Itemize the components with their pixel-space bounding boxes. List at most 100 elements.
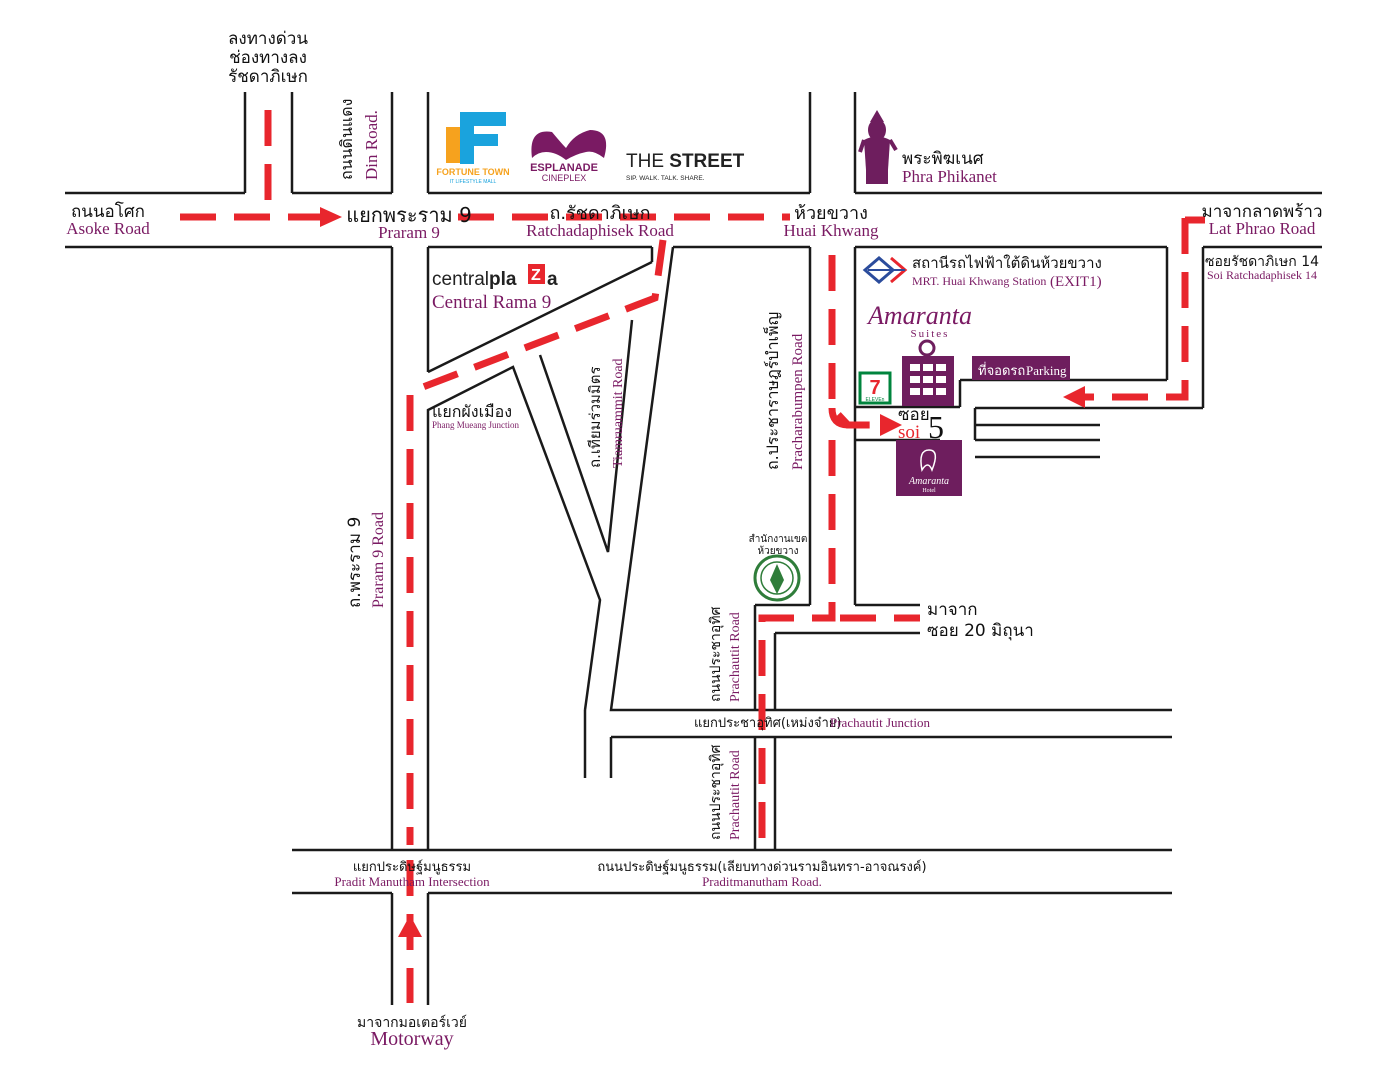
- svg-text:Din Road.: Din Road.: [362, 110, 381, 180]
- svg-text:ESPLANADE: ESPLANADE: [530, 162, 598, 174]
- svg-text:สถานีรถไฟฟ้าใต้ดินห้วยขวาง: สถานีรถไฟฟ้าใต้ดินห้วยขวาง: [912, 254, 1102, 272]
- esplanade-logo: ESPLANADE CINEPLEX: [530, 130, 607, 183]
- tiamruammit-label: ถ.เทียมร่วมมิตร Tiamruammit Road: [586, 358, 626, 468]
- svg-text:Amaranta: Amaranta: [866, 301, 972, 330]
- mrt-icon: [862, 256, 908, 284]
- svg-text:Ratchadaphisek Road: Ratchadaphisek Road: [526, 221, 674, 240]
- svg-text:Huai Khwang: Huai Khwang: [784, 221, 879, 240]
- svg-text:ซอยรัชดาภิเษก 14: ซอยรัชดาภิเษก 14: [1205, 254, 1319, 270]
- svg-text:แยกผังเมือง: แยกผังเมือง: [432, 402, 512, 421]
- svg-text:Suites: Suites: [911, 328, 950, 340]
- lat-phrao-label: มาจากลาดพร้าว Lat Phrao Road: [1202, 202, 1323, 238]
- svg-text:พระพิฆเนศ: พระพิฆเนศ: [902, 149, 984, 169]
- svg-text:สำนักงานเขต: สำนักงานเขต: [749, 534, 808, 545]
- svg-text:แยกประชาอุทิศ(เหม่งจ๋าย): แยกประชาอุทิศ(เหม่งจ๋าย): [694, 716, 841, 731]
- prachautit-upper-label: ถนนประชาอุทิศ Prachautit Road: [708, 606, 743, 702]
- svg-text:ถ.ประชาราษฎร์บำเพ็ญ: ถ.ประชาราษฎร์บำเพ็ญ: [762, 312, 782, 470]
- din-daeng-label: ถนนดินแดง Din Road.: [337, 99, 381, 180]
- district-seal-icon: [753, 554, 801, 602]
- central-z-icon: [528, 264, 545, 284]
- svg-text:ถนนประชาอุทิศ: ถนนประชาอุทิศ: [708, 606, 724, 702]
- svg-text:Motorway: Motorway: [370, 1028, 453, 1050]
- svg-text:ซอย: ซอย: [898, 405, 930, 425]
- ratchadaphisek-label: ถ.รัชดาภิเษก Ratchadaphisek Road: [526, 203, 674, 240]
- svg-text:มาจากมอเตอร์เวย์: มาจากมอเตอร์เวย์: [357, 1014, 467, 1031]
- svg-text:ถนนอโศก: ถนนอโศก: [71, 201, 145, 222]
- svg-text:7: 7: [869, 377, 880, 399]
- svg-text:ช่องทางลง: ช่องทางลง: [229, 48, 307, 68]
- soi5-label: ซอย soi 5: [898, 405, 944, 445]
- svg-text:Tiamruammit Road: Tiamruammit Road: [611, 358, 626, 468]
- svg-text:ถ.พระราม 9: ถ.พระราม 9: [345, 517, 365, 608]
- svg-text:a: a: [547, 269, 558, 290]
- road-network: [65, 92, 1322, 1005]
- svg-text:Amaranta: Amaranta: [908, 476, 949, 487]
- pradit-intersection-label: แยกประดิษฐ์มนูธรรม Pradit Manutham Inter…: [334, 859, 490, 889]
- parking-sign: ที่จอดรถ Parking: [972, 356, 1070, 380]
- svg-text:ELEVEn: ELEVEn: [866, 397, 885, 403]
- svg-text:มาจากลาดพร้าว: มาจากลาดพร้าว: [1202, 202, 1323, 222]
- svg-text:ถนนดินแดง: ถนนดินแดง: [337, 99, 356, 180]
- svg-text:ซอย 20 มิถุนา: ซอย 20 มิถุนา: [927, 621, 1034, 641]
- svg-text:Soi Ratchadaphisek 14: Soi Ratchadaphisek 14: [1207, 268, 1317, 282]
- svg-text:Hotel: Hotel: [922, 488, 936, 494]
- svg-text:Praditmanutham Road.: Praditmanutham Road.: [702, 874, 822, 889]
- route-paths: [180, 110, 1205, 1003]
- pradit-road-label: ถนนประดิษฐ์มนูธรรม(เลียบทางด่วนรามอินทรา…: [597, 859, 926, 889]
- pracharat-label: ถ.ประชาราษฎร์บำเพ็ญ Pracharabumpen Road: [762, 312, 806, 470]
- svg-text:CINEPLEX: CINEPLEX: [542, 173, 587, 183]
- svg-text:Pracharabumpen Road: Pracharabumpen Road: [790, 333, 806, 470]
- svg-text:5: 5: [928, 409, 944, 445]
- ganesha-icon: [858, 110, 898, 184]
- svg-text:Phra Phikanet: Phra Phikanet: [902, 167, 997, 186]
- central-rama9-label: Central Rama 9: [432, 292, 551, 313]
- hotel-building-icon: [902, 339, 954, 406]
- svg-text:ห้วยขวาง: ห้วยขวาง: [757, 545, 798, 557]
- svg-text:มาจาก: มาจาก: [927, 600, 978, 620]
- amaranta-hotel-logo: Amaranta Hotel: [896, 440, 962, 496]
- svg-text:MRT. Huai Khwang Station: MRT. Huai Khwang Station: [912, 274, 1046, 288]
- svg-text:แยกประดิษฐ์มนูธรรม: แยกประดิษฐ์มนูธรรม: [353, 859, 471, 875]
- asoke-label: ถนนอโศก Asoke Road: [66, 201, 150, 238]
- svg-text:THE STREET: THE STREET: [626, 151, 745, 172]
- svg-text:ถ.รัชดาภิเษก: ถ.รัชดาภิเษก: [549, 203, 650, 224]
- svg-text:soi: soi: [898, 422, 920, 443]
- fortune-town-logo: FORTUNE TOWN IT LIFESTYLE MALL: [436, 112, 510, 185]
- svg-text:ลงทางด่วน: ลงทางด่วน: [228, 29, 308, 49]
- mrt-label: สถานีรถไฟฟ้าใต้ดินห้วยขวาง MRT. Huai Khw…: [912, 254, 1102, 290]
- svg-text:Praram 9: Praram 9: [378, 223, 440, 242]
- prachautit-junction-label: แยกประชาอุทิศ(เหม่งจ๋าย) Prachautit Junc…: [694, 715, 931, 731]
- svg-text:Lat Phrao Road: Lat Phrao Road: [1209, 219, 1316, 238]
- svg-text:Z: Z: [531, 267, 541, 284]
- huai-khwang-label: ห้วยขวาง Huai Khwang: [784, 203, 879, 240]
- praram9-road-label: ถ.พระราม 9 Praram 9 Road: [345, 512, 387, 608]
- svg-text:ถนนประชาอุทิศ: ถนนประชาอุทิศ: [708, 744, 724, 840]
- amaranta-flower-icon: [920, 449, 937, 473]
- amaranta-suites-logo: Amaranta Suites: [866, 301, 972, 340]
- svg-text:SIP. WALK. TALK. SHARE.: SIP. WALK. TALK. SHARE.: [626, 175, 705, 182]
- praram9-junction-label: แยกพระราม 9 Praram 9: [346, 203, 472, 242]
- expressway-exit-label: ลงทางด่วน ช่องทางลง รัชดาภิเษก: [228, 29, 308, 87]
- district-office-label: สำนักงานเขต ห้วยขวาง: [749, 534, 808, 557]
- svg-text:(EXIT1): (EXIT1): [1050, 274, 1102, 290]
- svg-text:Phang Mueang Junction: Phang Mueang Junction: [432, 420, 519, 430]
- svg-text:Prachautit Road: Prachautit Road: [728, 612, 743, 702]
- svg-text:IT LIFESTYLE MALL: IT LIFESTYLE MALL: [450, 179, 497, 185]
- svg-text:FORTUNE TOWN: FORTUNE TOWN: [436, 167, 509, 177]
- svg-text:Prachautit Road: Prachautit Road: [728, 750, 743, 840]
- soi-ratchada14-label: ซอยรัชดาภิเษก 14 Soi Ratchadaphisek 14: [1205, 254, 1319, 282]
- prachautit-lower-label: ถนนประชาอุทิศ Prachautit Road: [708, 744, 743, 840]
- svg-text:Praram 9 Road: Praram 9 Road: [370, 512, 387, 608]
- svg-text:รัชดาภิเษก: รัชดาภิเษก: [228, 67, 308, 87]
- svg-text:ที่จอดรถ: ที่จอดรถ: [978, 362, 1025, 379]
- svg-text:Parking: Parking: [1026, 363, 1067, 378]
- svg-text:Prachautit Junction: Prachautit Junction: [830, 715, 931, 730]
- central-plaza-logo: centralpla Z a: [432, 264, 558, 290]
- svg-text:ถ.เทียมร่วมมิตร: ถ.เทียมร่วมมิตร: [586, 366, 604, 468]
- phra-phikanet-label: พระพิฆเนศ Phra Phikanet: [902, 149, 997, 186]
- from-soi20-label: มาจาก ซอย 20 มิถุนา: [927, 600, 1034, 641]
- seven-eleven-icon: 7 ELEVEn: [858, 371, 892, 405]
- svg-text:ถนนประดิษฐ์มนูธรรม(เลียบทางด่ว: ถนนประดิษฐ์มนูธรรม(เลียบทางด่วนรามอินทรา…: [597, 859, 926, 875]
- phang-mueang-label: แยกผังเมือง Phang Mueang Junction: [432, 402, 519, 430]
